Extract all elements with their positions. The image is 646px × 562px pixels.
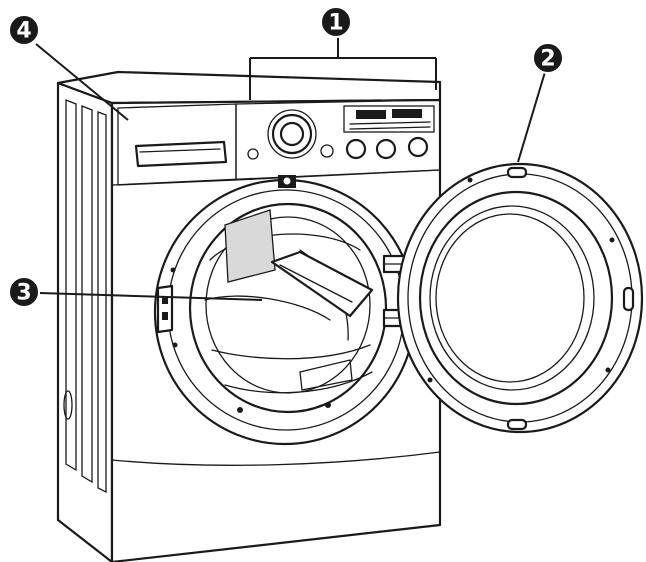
drum (188, 202, 388, 414)
control-panel (235, 99, 441, 181)
door-latch (156, 284, 174, 334)
leader-lines (35, 36, 546, 301)
leader-3 (39, 292, 263, 301)
callout-2: 2 (532, 42, 564, 74)
callout-3-label: 3 (16, 281, 31, 306)
callout-4: 4 (8, 14, 40, 46)
leader-2 (517, 71, 546, 163)
callout-3: 3 (8, 276, 40, 308)
callout-1: 1 (320, 6, 352, 38)
callout-1-label: 1 (328, 11, 343, 36)
leader-4 (35, 43, 129, 121)
dispenser-drawer (117, 103, 237, 186)
callout-2-label: 2 (540, 47, 555, 72)
cabinet-side-panel (56, 81, 114, 562)
leader-1 (249, 36, 437, 100)
callout-4-label: 4 (16, 19, 31, 44)
door (396, 162, 644, 434)
